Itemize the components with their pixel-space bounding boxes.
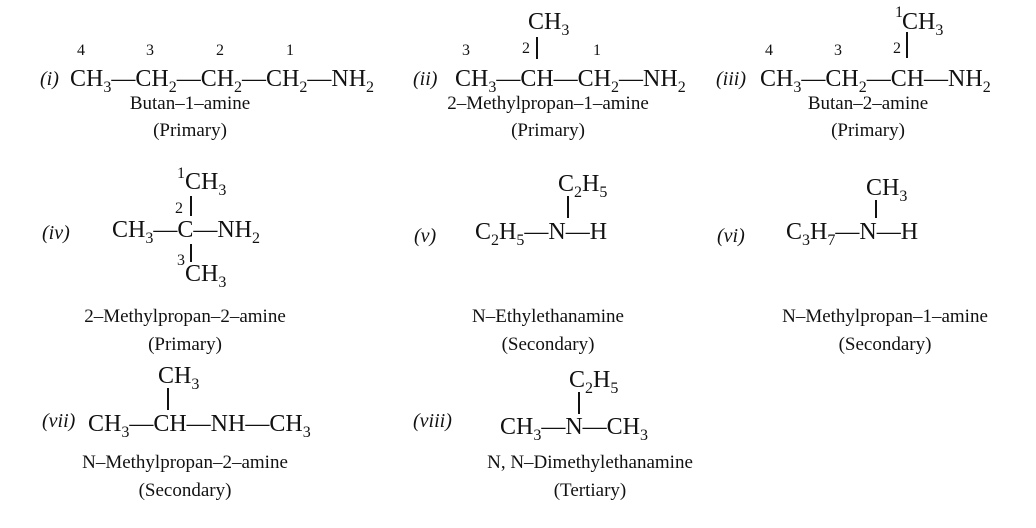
branch-group: CH3 [528, 9, 570, 39]
compound-label: (iii) [716, 68, 746, 90]
compound-name: N–Methylpropan–2–amine [82, 452, 288, 473]
structural-formula: C3H7—N—H [786, 219, 919, 249]
structural-formula: CH3—C—NH2 [112, 217, 261, 247]
compound-label: (ii) [413, 68, 438, 90]
locant: 1 [177, 165, 185, 182]
subscript: 3 [145, 230, 154, 247]
subscript: 3 [533, 427, 542, 444]
compound-name: 2–Methylpropan–1–amine [447, 93, 649, 114]
structural-formula: CH3—CH—CH2—NH2 [455, 66, 686, 96]
bond-line [536, 37, 538, 59]
amine-class: (Secondary) [838, 334, 932, 355]
locant: 4 [765, 42, 773, 59]
subscript: 3 [802, 232, 811, 249]
compound-name: 2–Methylpropan–2–amine [84, 306, 286, 327]
structural-formula: CH3—CH—NH—CH3 [88, 411, 311, 441]
bond-line [578, 392, 580, 414]
subscript: 3 [218, 182, 227, 199]
amine-class: (Primary) [148, 334, 222, 355]
subscript: 2 [299, 79, 308, 96]
compound-name: Butan–1–amine [129, 93, 251, 114]
structural-formula: C2H5—N—H [475, 219, 608, 249]
bond-line [190, 196, 192, 216]
compound-label: (vii) [42, 410, 76, 432]
locant: 1 [895, 4, 903, 21]
compound-label: (v) [414, 225, 437, 247]
subscript: 5 [516, 232, 525, 249]
locant: 2 [216, 42, 224, 59]
subscript: 5 [599, 184, 608, 201]
locant: 3 [834, 42, 842, 59]
structural-formula: CH3—N—CH3 [500, 414, 649, 444]
subscript: 2 [252, 230, 261, 247]
subscript: 3 [121, 424, 130, 441]
compound-name: N, N–Dimethylethanamine [487, 452, 693, 473]
amine-class: (Primary) [153, 120, 227, 141]
amine-class: (Secondary) [501, 334, 595, 355]
amine-class: (Primary) [831, 120, 905, 141]
compound-label: (viii) [413, 410, 452, 432]
subscript: 2 [491, 232, 500, 249]
bond-line [906, 32, 908, 58]
subscript: 3 [302, 424, 311, 441]
subscript: 3 [561, 22, 570, 39]
subscript: 3 [935, 22, 944, 39]
subscript: 2 [858, 79, 867, 96]
locant: 2 [893, 40, 901, 57]
compound-name: N–Ethylethanamine [472, 306, 624, 327]
branch-group: CH3 [902, 9, 944, 39]
locant: 2 [522, 40, 530, 57]
subscript: 3 [103, 79, 112, 96]
compound-label: (iv) [42, 222, 70, 244]
compound-label: (i) [40, 68, 59, 90]
locant: 3 [177, 252, 185, 269]
compound-label: (vi) [717, 225, 745, 247]
subscript: 2 [677, 79, 686, 96]
subscript: 7 [827, 232, 836, 249]
subscript: 2 [168, 79, 177, 96]
compound-name: N–Methylpropan–1–amine [782, 306, 988, 327]
subscript: 5 [610, 380, 619, 397]
bond-line [167, 388, 169, 410]
branch-group: CH3 [185, 169, 227, 199]
amine-class: (Secondary) [138, 480, 232, 501]
subscript: 3 [640, 427, 649, 444]
bond-line [190, 244, 192, 262]
compound-name: Butan–2–amine [807, 93, 929, 114]
subscript: 3 [899, 188, 908, 205]
bond-line [567, 196, 569, 218]
structural-formula: CH3—CH2—CH—NH2 [760, 66, 991, 96]
structural-formula: CH3—CH2—CH2—CH2—NH2 [70, 66, 375, 96]
locant: 1 [286, 42, 294, 59]
subscript: 2 [982, 79, 991, 96]
branch-group: C2H5 [569, 367, 619, 397]
subscript: 2 [234, 79, 243, 96]
branch-group: CH3 [158, 363, 200, 393]
bond-line [875, 200, 877, 218]
subscript: 2 [366, 79, 375, 96]
subscript: 3 [793, 79, 802, 96]
locant: 3 [146, 42, 154, 59]
locant: 1 [593, 42, 601, 59]
subscript: 3 [191, 376, 200, 393]
locant: 2 [175, 200, 183, 217]
branch-group: C2H5 [558, 171, 608, 201]
subscript: 2 [611, 79, 620, 96]
amine-class: (Primary) [511, 120, 585, 141]
subscript: 2 [585, 380, 594, 397]
subscript: 2 [574, 184, 583, 201]
locant: 4 [77, 42, 85, 59]
branch-group: CH3 [185, 261, 227, 291]
branch-group: CH3 [866, 175, 908, 205]
subscript: 3 [488, 79, 497, 96]
locant: 3 [462, 42, 470, 59]
subscript: 3 [218, 274, 227, 291]
amine-class: (Tertiary) [553, 480, 627, 501]
